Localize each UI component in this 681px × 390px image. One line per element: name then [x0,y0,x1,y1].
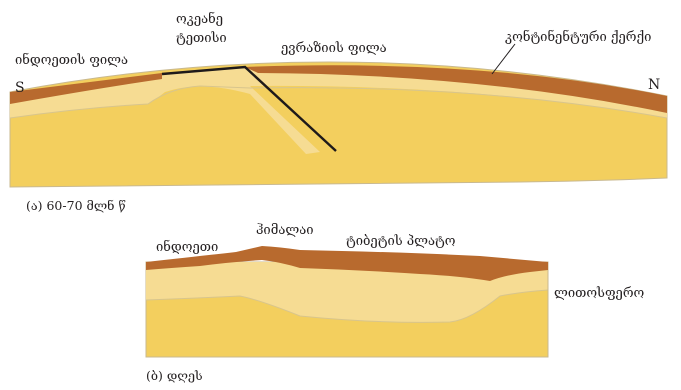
label-continental-crust: კონტინენტური ქერქი [505,29,651,46]
label-eurasian-plate: ევრაზიის ფილა [281,40,387,57]
caption-panel-b: (ბ) დღეს [146,367,203,384]
caption-panel-a: (ა) 60-70 მლნ წ [26,197,126,214]
label-ocean-crust-line1: ოკეანე [176,11,223,28]
label-india: ინდოეთი [156,239,218,256]
label-lithosphere: ლითოსფერო [554,285,644,302]
label-north: N [648,77,660,94]
label-himalaya: ჰიმალაი [256,222,314,239]
label-tibet-plateau: ტიბეტის პლატო [346,233,456,250]
label-indian-plate: ინდოეთის ფილა [15,52,128,69]
label-ocean-crust-line2: ტეთისი [176,30,227,47]
panel-a-crust-leader [492,44,515,74]
label-south: S [15,80,25,97]
panel-b-graphics [146,246,548,357]
